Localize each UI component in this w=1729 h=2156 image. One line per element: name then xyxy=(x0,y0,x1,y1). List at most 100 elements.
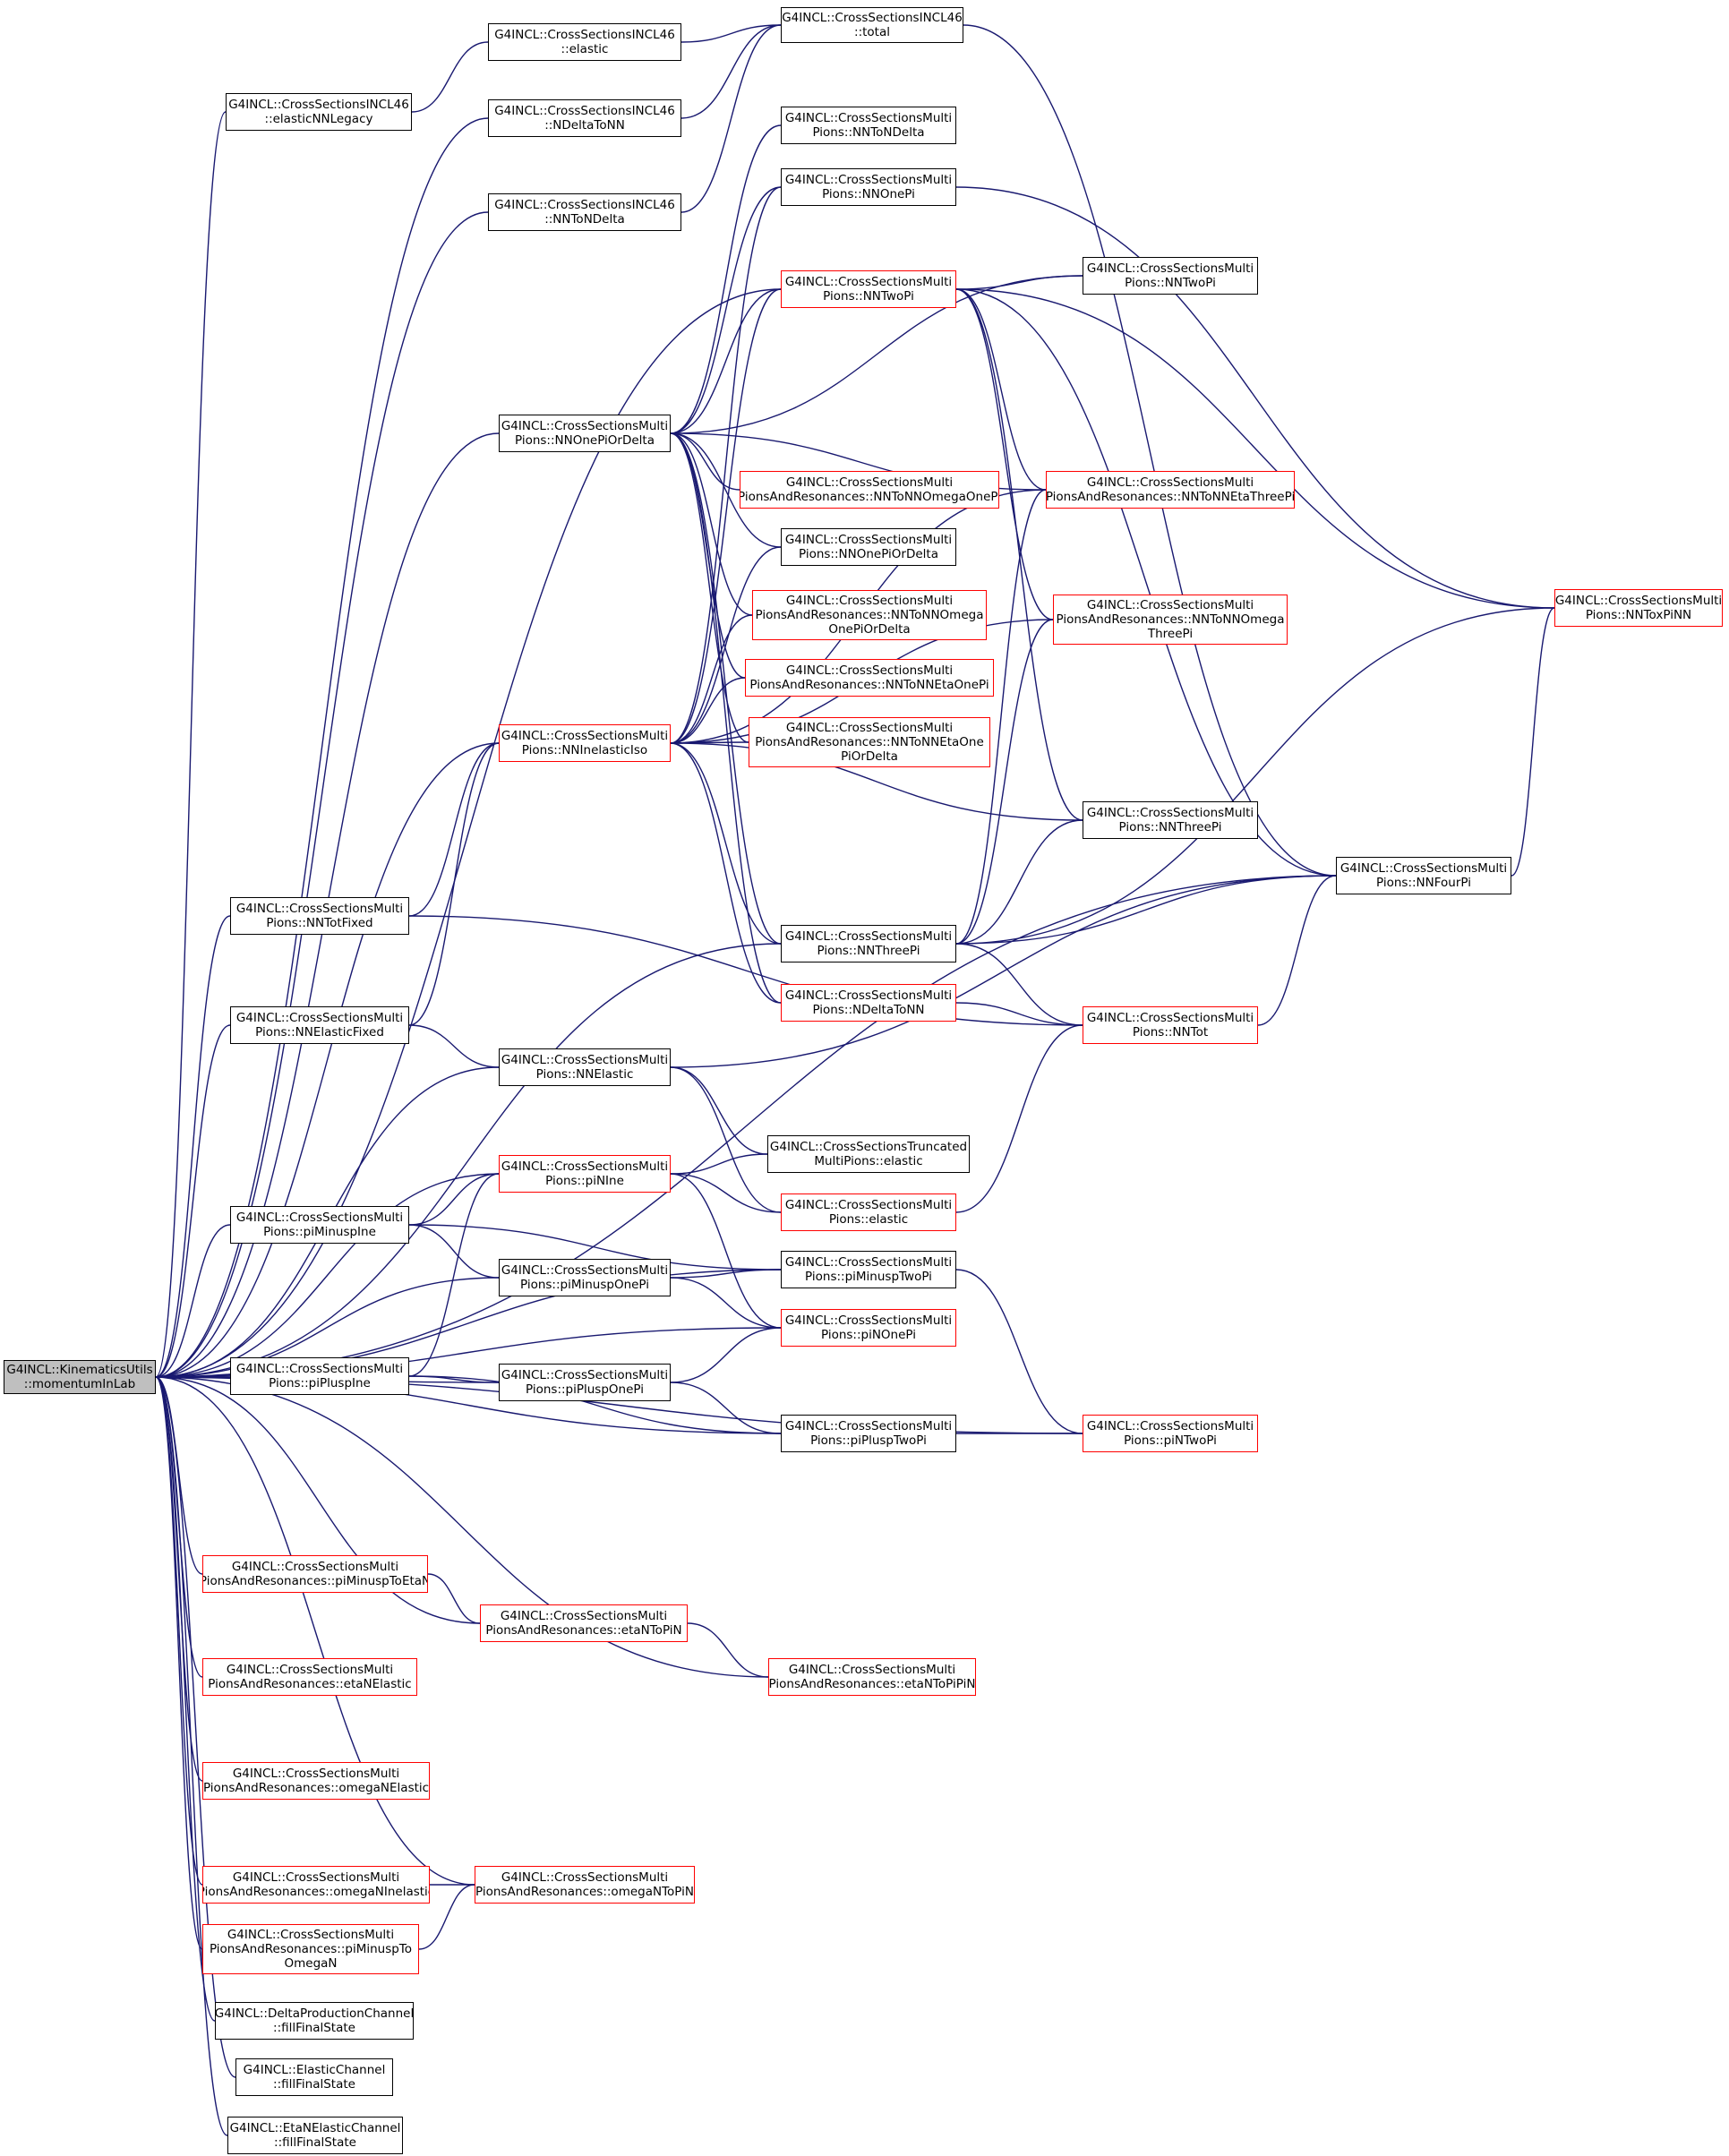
node-label-line: G4INCL::CrossSectionsMulti xyxy=(235,1211,404,1225)
edge-elasticNNLegacy-to-root xyxy=(146,111,227,1382)
node-incl46-elastic[interactable]: G4INCL::CrossSectionsINCL46::elastic xyxy=(488,23,681,61)
edge-mp-NNTot-to-mp-NNFourPi xyxy=(1257,870,1345,1026)
node-label-line: PionsAndResonances::piMinuspToEtaN xyxy=(202,1574,428,1588)
node-elasticNNLegacy[interactable]: G4INCL::CrossSectionsINCL46::elasticNNLe… xyxy=(226,93,412,131)
node-label-line: ::fillFinalState xyxy=(273,2077,355,2092)
node-label-line: G4INCL::CrossSectionsMulti xyxy=(785,721,954,735)
edge-mpr-etaNToPiN-to-mpr-piMinuspToEtaN xyxy=(419,1569,481,1624)
node-root[interactable]: G4INCL::KinematicsUtils::momentumInLab xyxy=(4,1360,156,1394)
node-label-line: G4INCL::CrossSectionsMulti xyxy=(501,1870,669,1885)
node-label-line: Pions::NDeltaToNN xyxy=(812,1003,925,1017)
edge-mp-NNToxPiNN-to-mp-NNTwoPi xyxy=(947,284,1555,609)
node-label-line: G4INCL::CrossSectionsMulti xyxy=(784,173,953,187)
node-incl46-NDeltaToNN[interactable]: G4INCL::CrossSectionsINCL46::NDeltaToNN xyxy=(488,99,681,137)
node-ec-fillFinalState[interactable]: G4INCL::ElasticChannel::fillFinalState xyxy=(235,2058,393,2096)
edge-incl46-NDeltaToNN-to-root xyxy=(147,117,489,1382)
node-enec-fillFinalState[interactable]: G4INCL::EtaNElasticChannel::fillFinalSta… xyxy=(227,2117,403,2154)
edge-tmp-elastic-to-mp-NNElastic xyxy=(662,1062,768,1155)
edge-mpr-NNToNNEtaOnePi-to-mp-NNInelasticIso xyxy=(662,677,746,749)
edge-mpr-NNToNNOmegaThreePi-to-mp-NNTwoPi xyxy=(947,284,1054,620)
node-incl46-total[interactable]: G4INCL::CrossSectionsINCL46::total xyxy=(781,7,963,43)
edge-mpr-omegaNInelastic-to-root xyxy=(146,1372,203,1886)
node-label-line: Pions::NNThreePi xyxy=(1118,820,1222,834)
edge-incl46-NNToNDelta-to-root xyxy=(147,211,489,1382)
node-label-line: OmegaN xyxy=(284,1956,338,1971)
node-incl46-NNToNDelta[interactable]: G4INCL::CrossSectionsINCL46::NNToNDelta xyxy=(488,193,681,231)
node-label-line: G4INCL::CrossSectionsMulti xyxy=(784,1419,953,1433)
node-label-line: Pions::piMinuspIne xyxy=(263,1225,376,1239)
edge-mp-NNFourPi-to-mp-NNElastic xyxy=(662,875,1337,1073)
node-label-line: PionsAndResonances::NNToNNOmega xyxy=(755,608,984,622)
node-label-line: Pions::NNToxPiNN xyxy=(1585,608,1692,622)
edge-mp-piPluspTwoPi-to-mp-piPluspOnePi xyxy=(662,1377,782,1434)
node-label-line: Pions::piPluspIne xyxy=(269,1376,371,1390)
edge-incl46-elastic-to-elasticNNLegacy xyxy=(403,41,489,117)
node-dpc-fillFinalState[interactable]: G4INCL::DeltaProductionChannel::fillFina… xyxy=(215,2002,414,2040)
edge-mp-NNThreePi-to-mp-NNInelasticIso xyxy=(662,738,782,945)
node-label-line: G4INCL::CrossSectionsMulti xyxy=(1086,806,1254,820)
edge-mp-NNOnePi-to-mp-NNOnePiOrDelta xyxy=(662,186,782,439)
node-label-line: PiOrDelta xyxy=(841,749,898,764)
edge-mp-NNTwoPi-to-root xyxy=(147,288,782,1382)
edge-mp-NNToxPiNN-to-mp-NNFourPi xyxy=(1502,607,1555,881)
node-label-line: G4INCL::KinematicsUtils xyxy=(6,1363,153,1377)
node-label-line: Pions::NNTwoPi xyxy=(1125,276,1216,290)
edge-mpr-omegaNToPiN-to-root xyxy=(147,1372,475,1886)
edge-mp-piPluspIne-to-mp-piNIne xyxy=(408,1168,508,1377)
edge-mpr-NNToNNEtaThreePi-to-mp-NNThreePi xyxy=(947,489,1047,949)
node-label-line: G4INCL::CrossSectionsMulti xyxy=(784,533,953,547)
node-label-line: G4INCL::ElasticChannel xyxy=(243,2063,386,2077)
node-label-line: Pions::piNIne xyxy=(545,1174,624,1188)
node-label-line: PionsAndResonances::omegaNInelastic xyxy=(202,1885,430,1899)
edge-mp-piNTwoPi-to-mp-piMinuspTwoPi xyxy=(947,1264,1083,1434)
edge-mp-NNTotFixed-to-root xyxy=(147,915,231,1382)
edge-mp-piMinuspTwoPi-to-mp-piMinuspIne xyxy=(400,1219,782,1270)
node-label-line: G4INCL::CrossSectionsMulti xyxy=(784,988,953,1003)
node-label-line: G4INCL::CrossSectionsMulti xyxy=(235,902,404,916)
node-label-line: Pions::elastic xyxy=(828,1212,909,1227)
node-label-line: PionsAndResonances::NNToNNEtaOne xyxy=(755,735,984,749)
edge-incl46-total-to-incl46-elastic xyxy=(672,24,782,47)
